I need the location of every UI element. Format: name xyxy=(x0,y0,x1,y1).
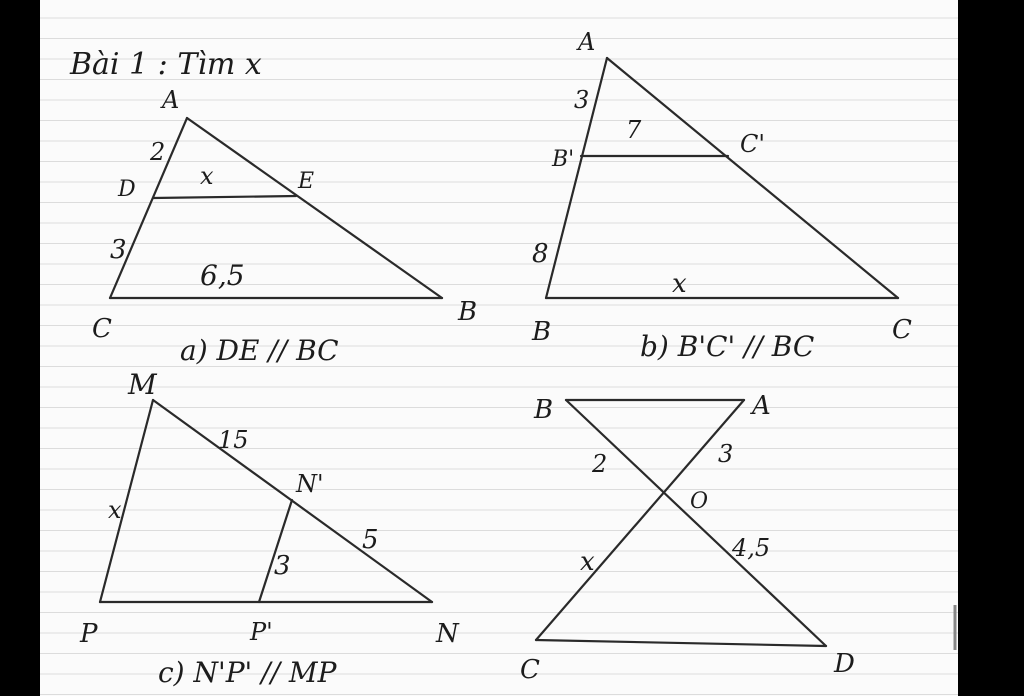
figure-d: B A O C D 2 3 4,5 x xyxy=(520,391,855,685)
vertex-P-prime: P' xyxy=(249,618,273,646)
caption-b: b) B'C' // BC xyxy=(640,330,814,363)
figure-a: A D E C B 2 3 x 6,5 a) DE // BC xyxy=(92,86,477,367)
label-OD: 4,5 xyxy=(731,534,770,562)
vertex-C: C xyxy=(92,314,112,344)
segment-N1P1 xyxy=(257,498,294,604)
vertex-B: B xyxy=(531,317,551,347)
vertex-N-prime: N' xyxy=(295,470,324,498)
vertex-B-prime: B' xyxy=(551,147,574,172)
label-B1B: 8 xyxy=(532,239,549,269)
label-OC: x xyxy=(580,547,595,577)
ruled-lines xyxy=(40,17,958,695)
segment-DE xyxy=(151,194,298,200)
segment-AC xyxy=(534,398,746,642)
vertex-C: C xyxy=(520,655,540,685)
vertex-D: D xyxy=(117,177,136,202)
caption-c: c) N'P' // MP xyxy=(158,656,338,689)
vertex-B: B xyxy=(533,395,553,425)
segment-CD xyxy=(534,638,828,648)
label-AO: 3 xyxy=(718,440,733,468)
label-DE: x xyxy=(200,162,214,190)
segment-AB xyxy=(544,56,609,300)
exercise-title: Bài 1 : Tìm x xyxy=(69,47,262,82)
paper-sheet xyxy=(40,0,958,696)
label-MN1: 15 xyxy=(218,426,249,454)
label-N1N: 5 xyxy=(362,525,379,555)
label-BO: 2 xyxy=(591,450,607,478)
label-B1C1: 7 xyxy=(626,116,642,144)
vertex-P: P xyxy=(79,619,98,649)
label-AD: 2 xyxy=(149,138,165,166)
caption-a: a) DE // BC xyxy=(180,334,339,367)
vertex-E: E xyxy=(297,169,314,194)
vertex-A: A xyxy=(160,86,179,114)
label-MP: x xyxy=(108,496,122,524)
label-BC: x xyxy=(672,269,687,299)
label-DC: 3 xyxy=(110,235,127,265)
segment-AC xyxy=(605,56,900,300)
vertex-D: D xyxy=(833,649,855,679)
segment-BD xyxy=(564,398,828,648)
figure-b: A B' C' B C 3 7 8 x b) B'C' // BC xyxy=(531,28,912,363)
label-N1P1: 3 xyxy=(274,551,291,581)
vertex-B: B xyxy=(457,297,477,327)
vertex-C: C xyxy=(892,315,912,345)
segment-MP xyxy=(98,398,155,604)
vertex-M: M xyxy=(127,368,158,401)
vertex-A: A xyxy=(750,391,771,421)
vertex-O: O xyxy=(690,489,708,514)
vertex-N: N xyxy=(435,619,460,649)
vertex-C-prime: C' xyxy=(740,130,765,158)
segment-AC xyxy=(108,116,189,300)
label-BC: 6,5 xyxy=(200,259,245,292)
segment-AB xyxy=(185,116,444,300)
figure-c: M N' P P' N x 15 5 3 c) N'P' // MP xyxy=(79,368,460,689)
label-AB1: 3 xyxy=(574,86,589,114)
vertex-A: A xyxy=(576,28,595,56)
